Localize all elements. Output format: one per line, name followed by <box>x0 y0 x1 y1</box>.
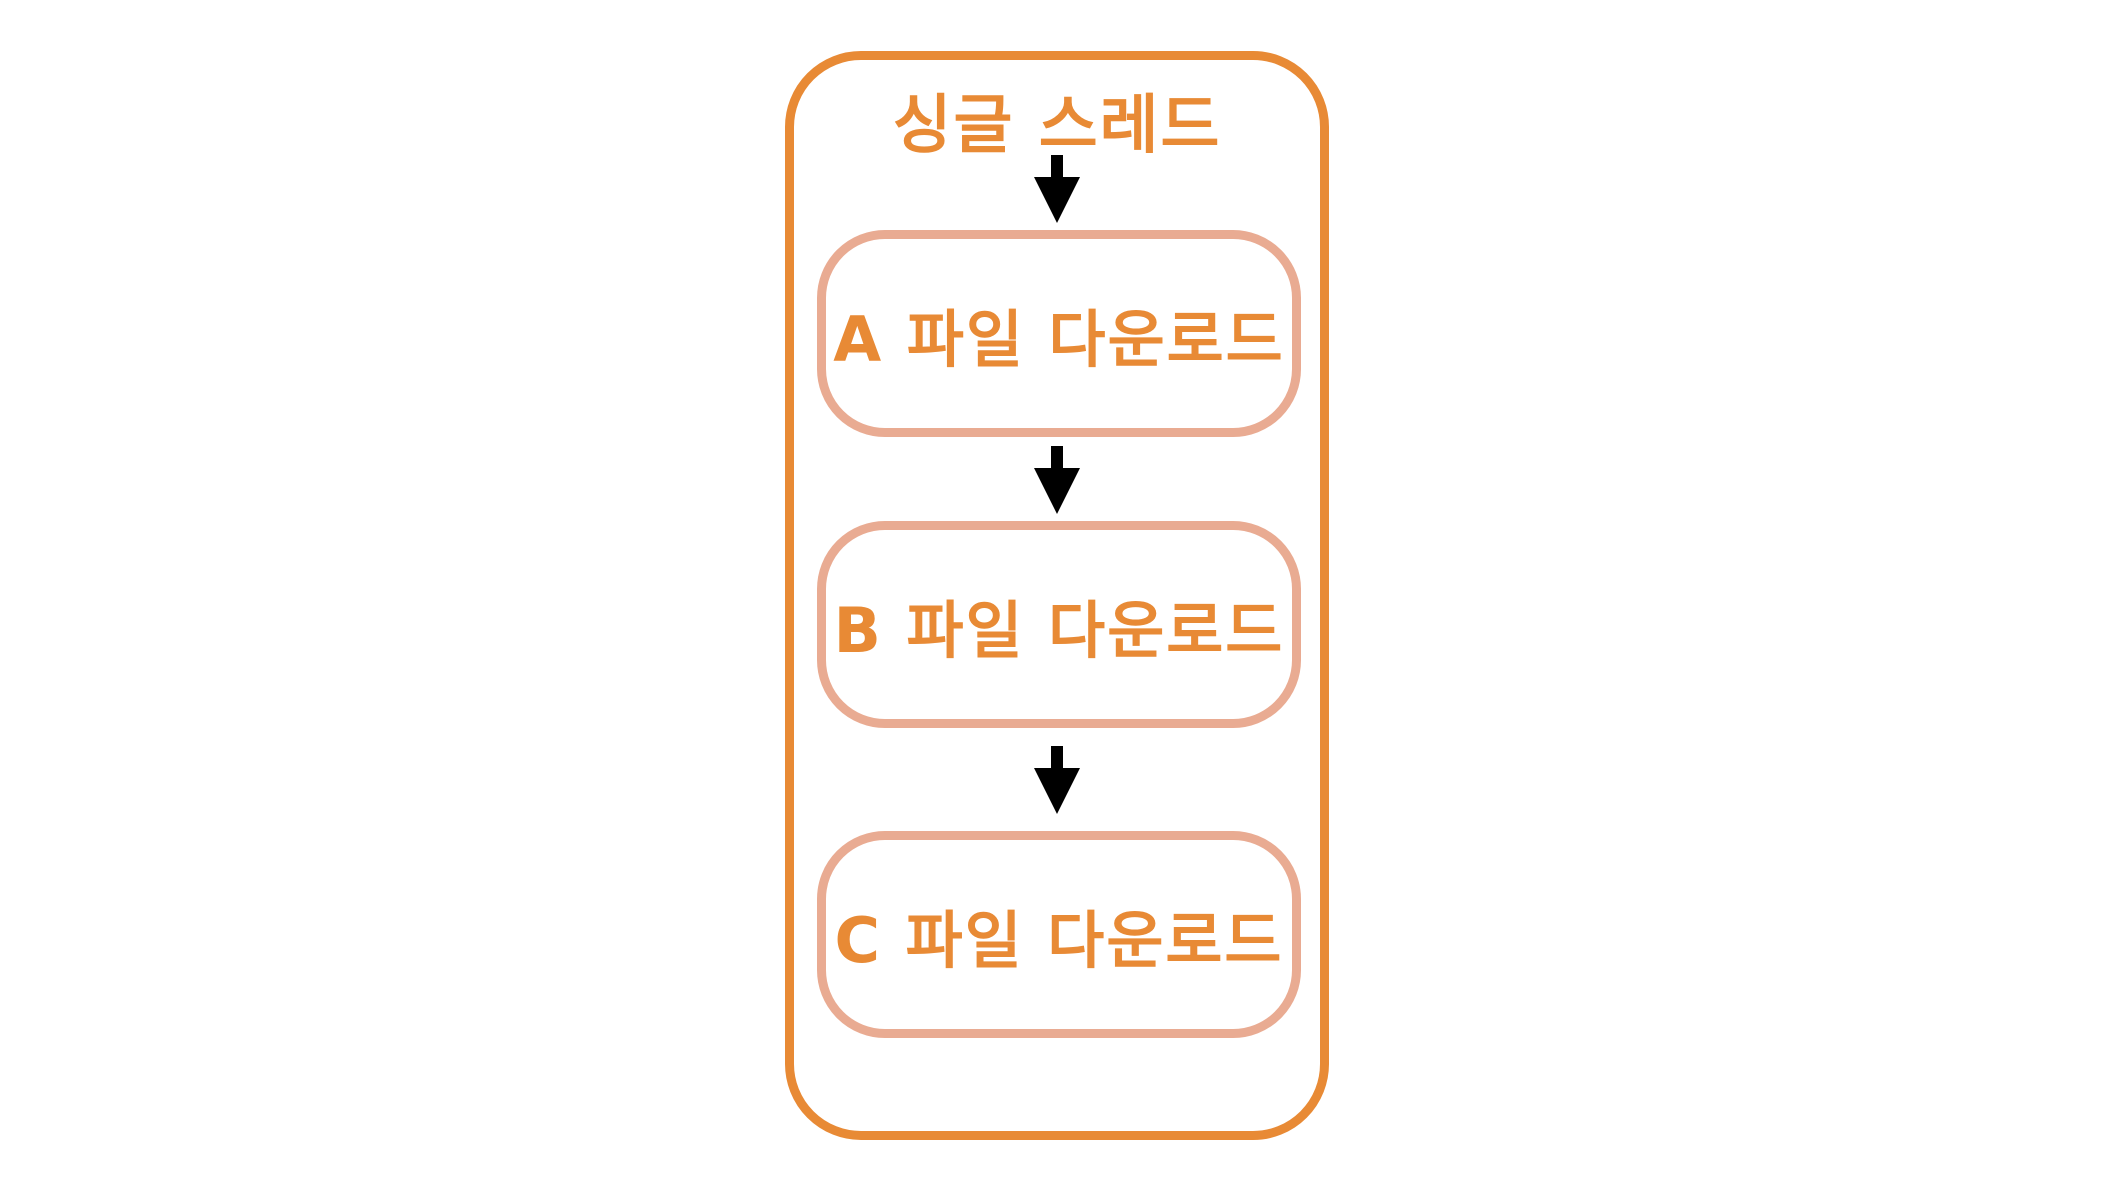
step-label: A 파일 다운로드 <box>833 302 1285 376</box>
arrow-down-icon <box>1034 746 1080 814</box>
arrow-down-icon <box>1034 155 1080 223</box>
step-box-c-download: C 파일 다운로드 <box>817 831 1301 1038</box>
step-box-b-download: B 파일 다운로드 <box>817 521 1301 728</box>
step-box-a-download: A 파일 다운로드 <box>817 230 1301 437</box>
step-label: C 파일 다운로드 <box>834 903 1284 977</box>
step-label: B 파일 다운로드 <box>833 593 1285 667</box>
arrow-down-icon <box>1034 446 1080 514</box>
container-title: 싱글 스레드 <box>892 89 1222 163</box>
